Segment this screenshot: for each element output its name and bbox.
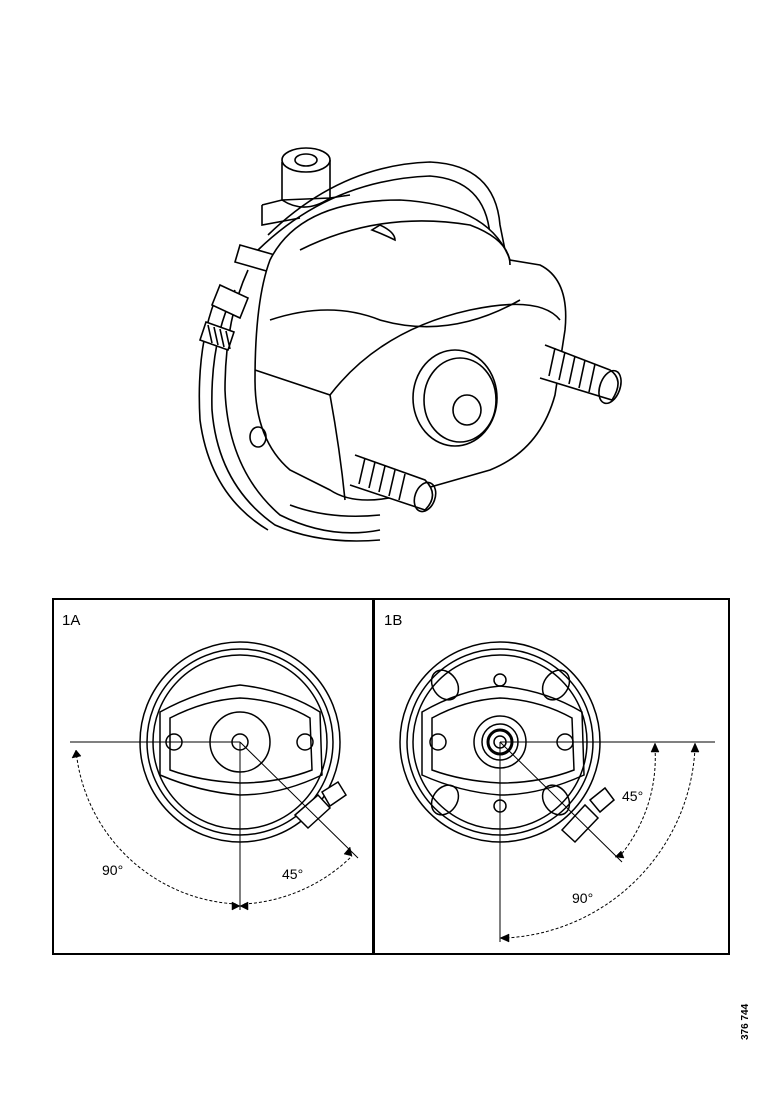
clamp-bolt — [198, 244, 276, 352]
brake-chamber-isometric-drawing — [198, 147, 622, 542]
document-id: 376 744 — [740, 1003, 751, 1040]
panel-b-angle-45: 45° — [622, 788, 644, 804]
panel-b-angle-90: 90° — [572, 890, 594, 906]
view-panels-frame — [52, 598, 730, 955]
panel-a-label: 1A — [62, 612, 81, 629]
clamp-bolt-1b — [560, 786, 616, 844]
clamp-ring — [267, 161, 506, 251]
clamp-bolt-1a — [293, 780, 348, 830]
panel-b-label: 1B — [384, 612, 403, 629]
mounting-stud-left — [349, 454, 437, 513]
panel-a-angle-45: 45° — [282, 866, 304, 882]
push-rod-hole — [412, 349, 498, 447]
mounting-stud-right — [539, 344, 622, 405]
air-port-fitting — [261, 147, 351, 226]
panel-b-view — [399, 641, 715, 943]
chamber-body — [254, 199, 567, 501]
panel-divider — [372, 598, 375, 955]
panel-a-angle-90: 90° — [102, 862, 124, 878]
panel-a-view — [70, 641, 359, 911]
